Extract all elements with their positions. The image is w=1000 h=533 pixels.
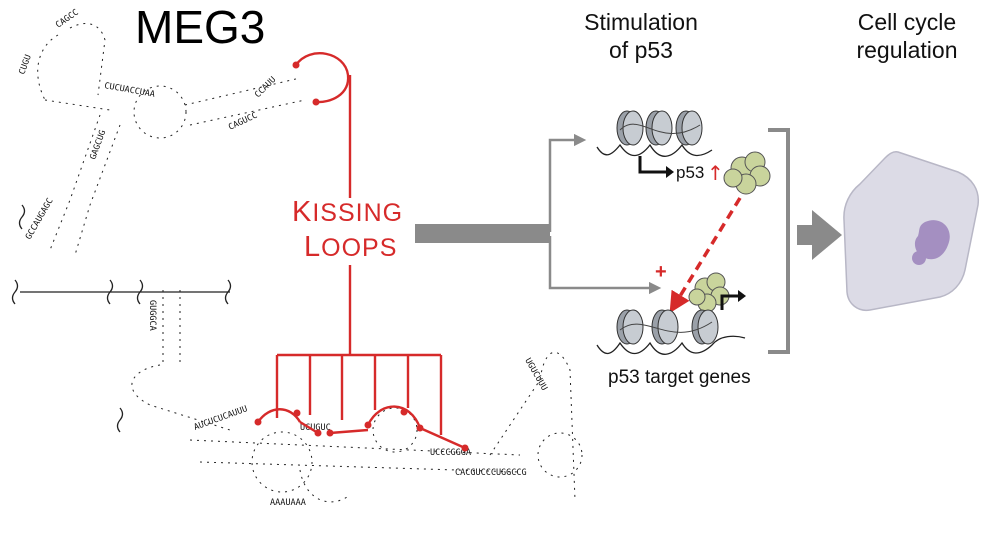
arrow-to-cell [797,210,842,260]
p53-protein-icon [723,151,771,195]
rna-seq-7: GAGCUG [88,129,108,161]
promoter-arrow-top [638,156,668,174]
kissing-loops-label: KISSING LOOPS [292,198,403,262]
main-arrow [415,133,662,295]
kissing-cap: K [292,196,313,228]
meg3-rna-structure [11,23,583,503]
stimulation-heading-line2: of p53 [609,37,673,63]
rna-seq-11: UCCCGGGA [430,448,471,458]
nucleosomes-top [596,110,713,157]
rna-seq-9: AUCUCUCAUUU [193,404,249,433]
cell-nucleus [914,220,950,260]
rna-seq-13: UGUCUUU [522,357,549,393]
p53-target-genes-label: p53 target genes [608,367,751,388]
stimulation-heading-line1: Stimulation [584,9,698,35]
rna-internal-loop [133,85,187,139]
cell-illustration [843,151,980,312]
red-dashed-arrow [669,197,742,314]
loops-rest: OOPS [321,234,398,262]
rna-seq-3: CUCUACCUAA [103,81,155,100]
rna-seq-2: CUGU [17,53,33,76]
rna-seq-5: CCAUU [253,75,278,100]
kissing-comb-teeth [275,355,443,435]
figure-title: MEG3 [135,1,266,53]
rna-junction [11,204,232,433]
kissing-loop-highlights [254,52,469,452]
rna-seq-12: AAAUAAA [270,498,306,508]
promoter-arrow-bottom [720,294,740,310]
p53-label: p53 [676,163,704,182]
rna-seq-6: GCCAUGAGC [24,197,56,242]
cell-cycle-heading-line1: Cell cycle [857,9,957,35]
rna-top-left-hairpin [37,23,111,111]
rna-seq-1: CAGCC [54,8,81,31]
up-arrow-icon: ↑ [707,161,724,185]
result-bracket [768,128,790,354]
stimulation-heading: Stimulation of p53 [562,8,720,64]
kissing-loop-arc-1 [257,408,302,423]
cell-body [843,151,980,312]
cell-nucleolus [912,251,926,265]
cell-cycle-heading: Cell cycle regulation [833,8,981,64]
plus-sign: + [655,261,667,283]
p53-protein-bound-icon [688,272,730,313]
kissing-loop-arc-2 [366,405,422,429]
rna-seq-14: CACGUCCCUGGCCG [455,468,527,478]
rna-seq-10: UCUGUC [300,423,331,433]
rna-seq-8: GUGGCA [147,300,157,331]
nucleosomes-bottom [596,309,746,355]
rna-seq-4: CAGUCC [227,111,259,133]
kissing-loop-top-arc [295,52,350,104]
loops-cap: L [304,231,322,263]
cell-cycle-heading-line2: regulation [856,37,958,63]
rna-sequence-labels: CAGCC CUGU CUCUACCUAA CAGUCC CCAUU GCCAU… [17,8,549,508]
kissing-rest: ISSING [312,199,404,227]
